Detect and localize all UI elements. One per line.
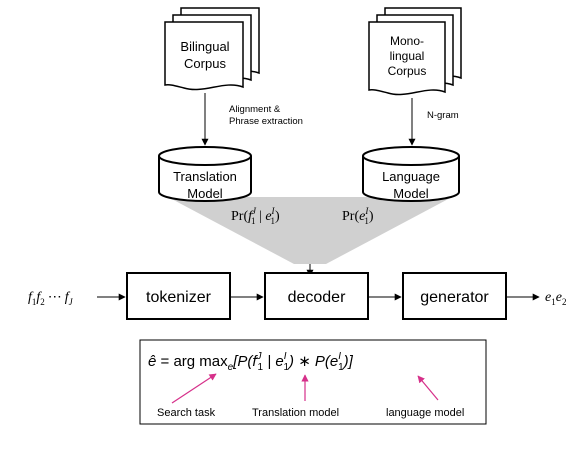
monolingual-corpus-line1: Mono- — [390, 34, 424, 48]
search-task-annotation: Search task — [157, 407, 216, 419]
generator-box: generator — [402, 272, 507, 320]
monolingual-corpus-document: Mono- lingual Corpus — [368, 7, 462, 96]
language-model-annotation: language model — [386, 407, 464, 419]
decoder-box: decoder — [264, 272, 369, 320]
output-sequence-label: e1e2 — [545, 290, 566, 307]
generator-label: generator — [420, 289, 489, 306]
language-model-line2: Model — [393, 186, 429, 201]
monolingual-corpus-line2: lingual — [390, 49, 425, 63]
translation-model-annotation: Translation model — [252, 407, 339, 419]
bilingual-corpus-line1: Bilingual — [180, 39, 229, 54]
translation-model-line1: Translation — [173, 169, 237, 184]
language-model-arrow — [417, 375, 439, 401]
language-model-cylinder: Language Model — [362, 146, 460, 202]
tokenizer-box: tokenizer — [126, 272, 231, 320]
bilingual-corpus-line2: Corpus — [184, 56, 226, 71]
alignment-label-line2: Phrase extraction — [229, 116, 303, 127]
ngram-label: N-gram — [427, 110, 459, 121]
monolingual-corpus-line3: Corpus — [388, 64, 427, 78]
tokenizer-label: tokenizer — [146, 289, 212, 306]
search-task-arrow — [171, 373, 217, 404]
decoder-label: decoder — [288, 289, 346, 306]
alignment-label-line1: Alignment & — [229, 104, 281, 115]
translation-model-line2: Model — [187, 186, 223, 201]
translation-model-cylinder: Translation Model — [158, 146, 252, 202]
bilingual-corpus-document: Bilingual Corpus — [164, 7, 260, 91]
merge-funnel — [168, 197, 452, 264]
formula-box — [139, 339, 487, 425]
input-sequence-label: f1f2⋯fJ — [28, 290, 74, 307]
language-model-line1: Language — [382, 169, 440, 184]
